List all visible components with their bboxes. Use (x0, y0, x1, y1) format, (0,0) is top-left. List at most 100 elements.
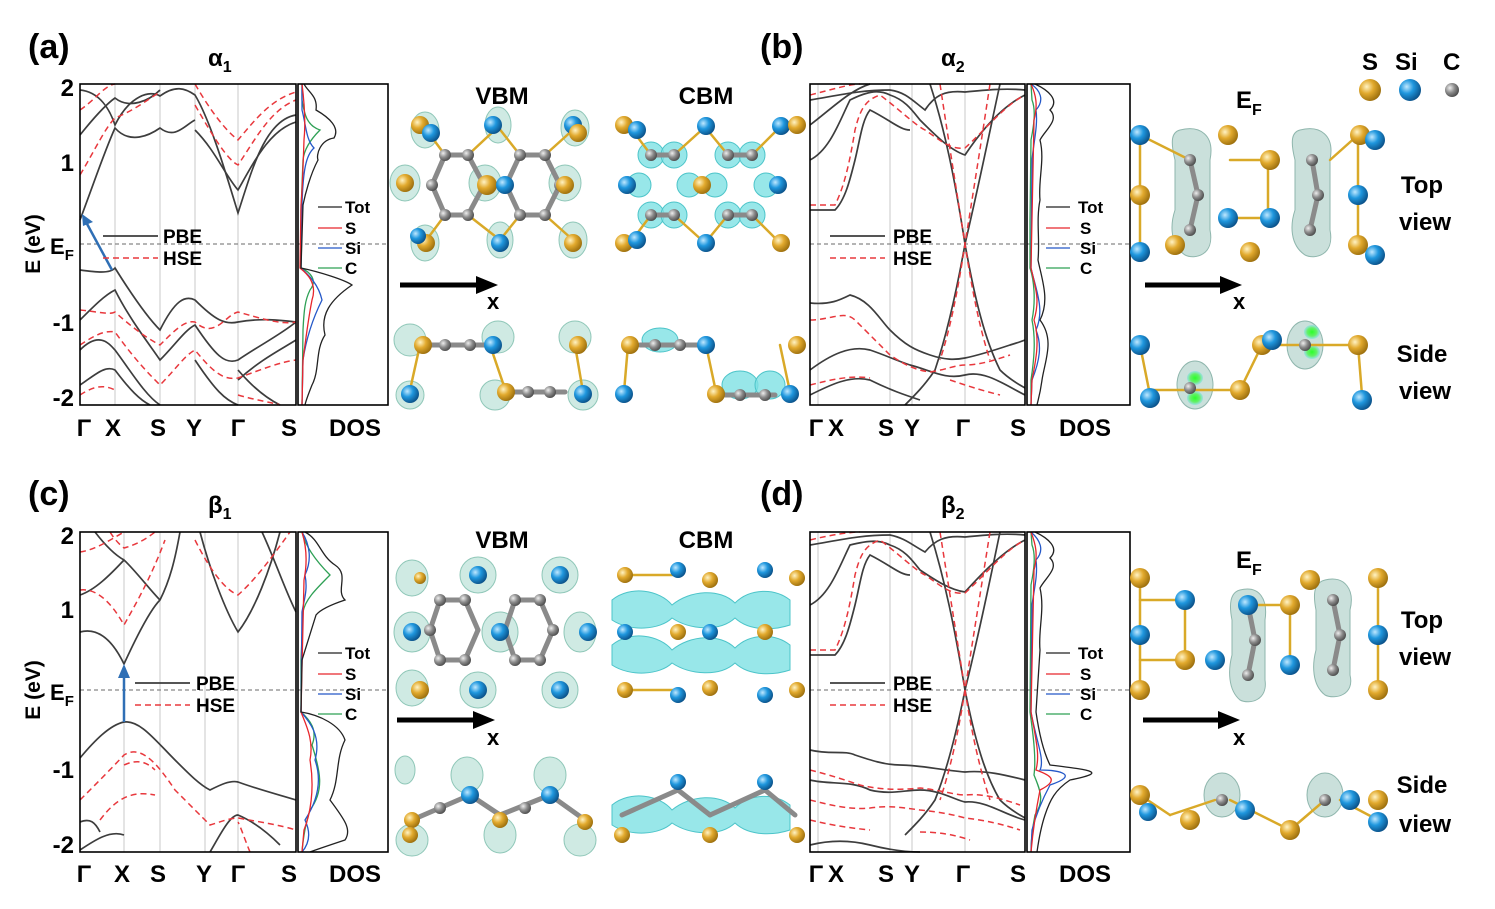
pbe-band (79, 119, 196, 221)
dos-total (300, 83, 354, 406)
pbe-band (809, 539, 1026, 606)
x-direction-arrowhead (1220, 276, 1242, 294)
cbm-label: CBM (679, 83, 734, 110)
band-gap-arrowhead (118, 664, 130, 678)
atom-legend-si-sphere (1399, 79, 1421, 101)
view-labels: Top view Side view (1397, 607, 1452, 838)
pbe-band (904, 83, 1001, 406)
hse-band (109, 531, 156, 549)
legend-pbe: PBE (893, 674, 932, 695)
k-point-label: S (150, 415, 166, 442)
atom-legend-c-sphere (1445, 83, 1459, 97)
pbe-band (809, 749, 1026, 781)
y-tick-label: 1 (61, 150, 74, 177)
k-point-label: S (281, 861, 297, 888)
k-point-label: S (281, 415, 297, 442)
cbm-label: CBM (679, 527, 734, 554)
hse-band (809, 531, 1026, 651)
k-point-label: Γ (231, 415, 246, 442)
legend-hse: HSE (893, 696, 932, 717)
hse-band (809, 376, 1001, 396)
k-point-label: S (878, 861, 894, 888)
atom-legend-s-sphere (1359, 79, 1381, 101)
k-point-label: Y (196, 861, 212, 888)
top-view-label: view (1399, 209, 1451, 236)
panel-c: (c) β1 E (eV) 2 1 -1 -2 EF (22, 475, 805, 888)
atom-legend-c: C (1443, 49, 1460, 76)
legend-c: C (1080, 259, 1092, 278)
dos-si (1030, 531, 1066, 853)
dos-plot (1026, 531, 1131, 853)
pbe-band (94, 531, 125, 561)
dos-legend: Tot S Si C (318, 198, 371, 278)
band-plot (809, 531, 1026, 853)
y-tick-label: 2 (61, 75, 74, 102)
k-point-label: Γ (231, 861, 246, 888)
top-view-label: Top (1401, 172, 1443, 199)
legend-tot: Tot (1078, 198, 1104, 217)
hse-band (939, 83, 991, 361)
legend-hse: HSE (893, 249, 932, 270)
y-axis-label: E (eV) (22, 660, 45, 720)
band-plot (809, 83, 1026, 406)
hse-band (79, 309, 297, 346)
atom-legend-si: Si (1395, 49, 1418, 76)
k-point-label: S (150, 861, 166, 888)
pbe-band (79, 721, 297, 801)
legend-si: Si (345, 685, 361, 704)
legend-pbe: PBE (163, 227, 202, 248)
dos-c (1029, 83, 1035, 405)
k-point-label: Γ (956, 861, 971, 888)
legend-si: Si (1080, 239, 1096, 258)
hse-band (194, 83, 297, 142)
dos-axis-label: DOS (1059, 415, 1111, 442)
k-point-label: Γ (956, 415, 971, 442)
band-legend: PBE HSE (830, 674, 932, 717)
vbm-label: VBM (475, 83, 528, 110)
side-view-label: view (1399, 378, 1451, 405)
cbm-top-structure (615, 116, 806, 252)
y-tick-label: 1 (61, 597, 74, 624)
k-point-label: S (1010, 415, 1026, 442)
k-point-labels: Γ X S Y Γ S (77, 415, 297, 442)
hse-band (79, 330, 297, 387)
x-direction-label: x (1233, 289, 1246, 314)
pbe-band (809, 377, 921, 401)
k-point-label: X (828, 861, 844, 888)
hse-band (79, 385, 281, 406)
pbe-band (79, 266, 297, 332)
hse-band (79, 751, 297, 831)
panel-b: (b) α2 S Si C (760, 28, 1460, 442)
hse-band (809, 799, 1021, 831)
legend-c: C (345, 259, 357, 278)
y-tick-labels: 2 1 -1 -2 (53, 523, 74, 859)
k-point-label: X (114, 861, 130, 888)
band-plot (79, 531, 297, 853)
pbe-band (79, 531, 281, 666)
k-point-labels: Γ X S Y Γ S (809, 415, 1026, 442)
ef-side-structure (1130, 772, 1388, 840)
panel-d: (d) β2 PBE HSE (760, 475, 1451, 888)
panel-title: β1 (208, 492, 232, 523)
panel-a: (a) α1 E (eV) 2 1 -1 -2 EF (22, 28, 806, 442)
pbe-band (809, 294, 1026, 361)
pbe-band (79, 89, 297, 192)
band-legend: PBE HSE (830, 227, 932, 270)
y-tick-labels: 2 1 -1 -2 (53, 75, 74, 412)
pbe-band (809, 88, 1026, 112)
band-legend: PBE HSE (103, 227, 202, 270)
legend-s: S (1080, 219, 1091, 238)
dos-total (300, 531, 349, 853)
pbe-band (79, 819, 101, 833)
ef-top-structure (1130, 568, 1388, 703)
ef-side-structure (1130, 320, 1372, 410)
hse-band (99, 793, 251, 853)
pbe-band (929, 531, 1026, 819)
pbe-band (810, 553, 911, 656)
panel-tag: (b) (760, 28, 803, 66)
legend-hse: HSE (196, 696, 235, 717)
x-direction-label: x (487, 289, 500, 314)
band-plot (79, 83, 297, 406)
view-labels: Top view Side view (1397, 172, 1452, 405)
x-direction-label: x (487, 725, 500, 750)
